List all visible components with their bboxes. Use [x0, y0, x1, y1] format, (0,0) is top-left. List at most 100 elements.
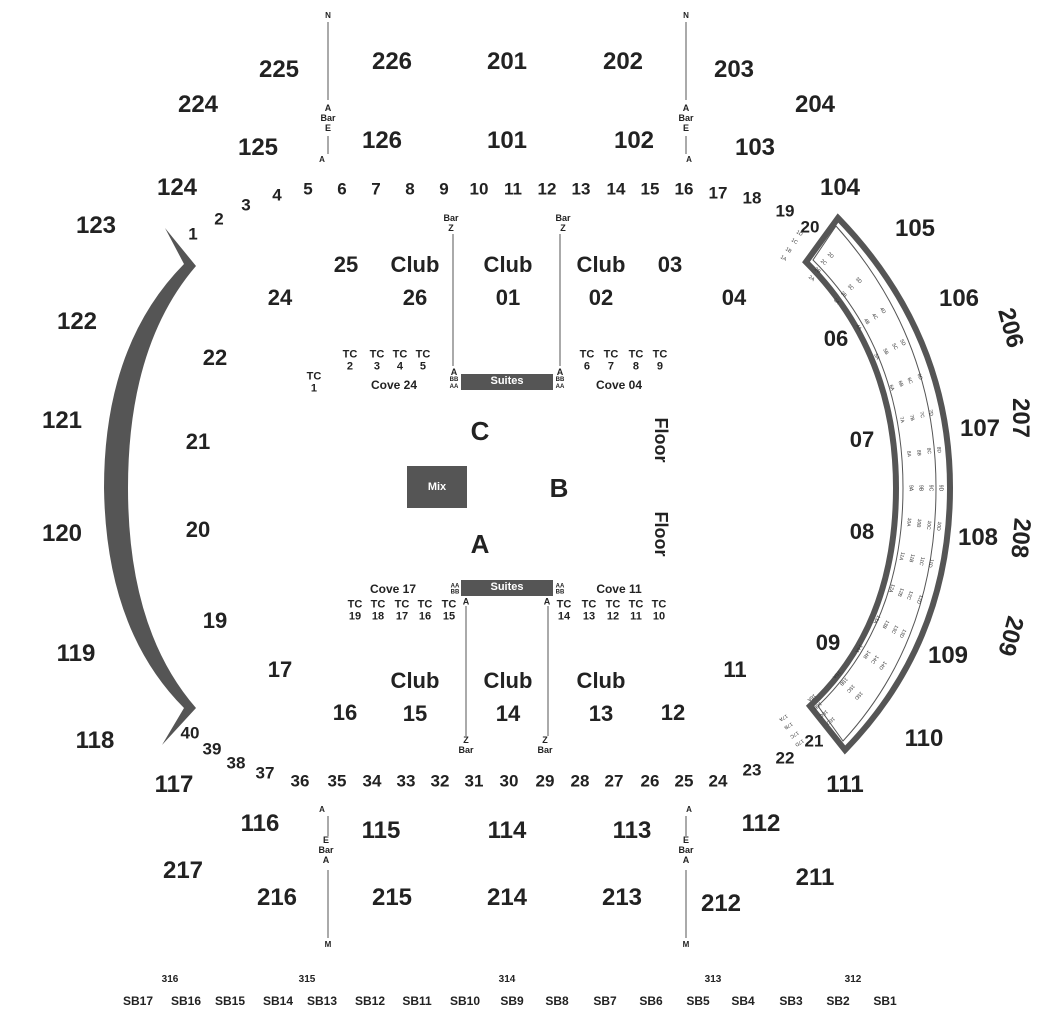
- club-26-label[interactable]: Club: [390, 252, 440, 277]
- section-203[interactable]: 203: [713, 56, 755, 83]
- section-119[interactable]: 119: [56, 640, 96, 667]
- club-01-number[interactable]: 01: [495, 285, 521, 310]
- row-7[interactable]: 7: [371, 179, 381, 199]
- seat-7b[interactable]: 7B: [907, 414, 916, 422]
- section-104[interactable]: 104: [819, 174, 861, 201]
- section-126[interactable]: 126: [361, 127, 403, 154]
- row-14[interactable]: 14: [606, 179, 626, 199]
- seat-6c[interactable]: 6C: [905, 376, 914, 385]
- seat-7d[interactable]: 7D: [927, 408, 935, 417]
- section-124[interactable]: 124: [156, 174, 198, 201]
- section-107[interactable]: 107: [959, 415, 1001, 442]
- section-204[interactable]: 204: [794, 91, 836, 118]
- seat-8c[interactable]: 8C: [924, 447, 932, 455]
- row-16[interactable]: 16: [674, 179, 694, 199]
- club-02-label[interactable]: Club: [576, 252, 626, 277]
- inner-section-08[interactable]: 08: [849, 519, 875, 544]
- row-8[interactable]: 8: [405, 179, 415, 199]
- section-106[interactable]: 106: [938, 285, 980, 312]
- seat-10b[interactable]: 10B: [914, 518, 922, 529]
- club-26-number[interactable]: 26: [402, 285, 428, 310]
- section-115[interactable]: 115: [361, 817, 401, 844]
- seat-11c[interactable]: 11C: [917, 555, 926, 566]
- suites-label-top[interactable]: Suites: [490, 375, 524, 388]
- club-13-number[interactable]: 13: [588, 701, 614, 726]
- seat-11b[interactable]: 11B: [907, 553, 916, 564]
- row-1[interactable]: 1: [188, 224, 198, 244]
- section-102[interactable]: 102: [613, 127, 655, 154]
- inner-section-22[interactable]: 22: [202, 345, 228, 370]
- section-117[interactable]: 117: [154, 771, 194, 798]
- row-4[interactable]: 4: [272, 185, 282, 205]
- skybox-sb8[interactable]: SB8: [545, 994, 569, 1008]
- row-18[interactable]: 18: [742, 188, 762, 208]
- row-11[interactable]: 11: [504, 179, 522, 199]
- row-33[interactable]: 33: [396, 771, 416, 791]
- row-32[interactable]: 32: [430, 771, 450, 791]
- row-40[interactable]: 40: [180, 723, 200, 743]
- section-101[interactable]: 101: [486, 127, 528, 154]
- cove-04[interactable]: Cove 04: [595, 378, 643, 392]
- section-214[interactable]: 214: [486, 884, 528, 911]
- skybox-sb15[interactable]: SB15: [214, 994, 246, 1008]
- section-116[interactable]: 116: [240, 810, 280, 837]
- section-118[interactable]: 118: [75, 727, 115, 754]
- section-225[interactable]: 225: [258, 56, 300, 83]
- skybox-sb3[interactable]: SB3: [779, 994, 803, 1008]
- row-10[interactable]: 10: [469, 179, 489, 199]
- club-14-label[interactable]: Club: [483, 668, 533, 693]
- inner-section-21[interactable]: 21: [185, 429, 211, 454]
- section-315[interactable]: 315: [298, 974, 316, 985]
- row-25[interactable]: 25: [674, 771, 694, 791]
- skybox-sb10[interactable]: SB10: [449, 994, 481, 1008]
- row-12[interactable]: 12: [537, 179, 557, 199]
- suites-label-bottom[interactable]: Suites: [490, 581, 524, 594]
- skybox-sb14[interactable]: SB14: [262, 994, 294, 1008]
- section-313[interactable]: 313: [704, 974, 722, 985]
- section-215[interactable]: 215: [371, 884, 413, 911]
- section-110[interactable]: 110: [904, 725, 944, 752]
- row-27[interactable]: 27: [604, 771, 624, 791]
- section-211[interactable]: 211: [795, 864, 835, 891]
- seat-9a[interactable]: 9A: [907, 484, 914, 492]
- skybox-sb17[interactable]: SB17: [122, 994, 154, 1008]
- section-224[interactable]: 224: [177, 91, 219, 118]
- skybox-sb7[interactable]: SB7: [593, 994, 617, 1008]
- skybox-sb12[interactable]: SB12: [354, 994, 386, 1008]
- skybox-sb1[interactable]: SB1: [873, 994, 897, 1008]
- section-207[interactable]: 207: [1007, 397, 1034, 439]
- seat-10d[interactable]: 10D: [934, 520, 942, 531]
- seat-9b[interactable]: 9B: [917, 484, 924, 492]
- club-15-number[interactable]: 15: [402, 701, 428, 726]
- row-9[interactable]: 9: [439, 179, 449, 199]
- seat-10c[interactable]: 10C: [924, 519, 932, 530]
- skybox-sb13[interactable]: SB13: [306, 994, 338, 1008]
- seat-9c[interactable]: 9C: [927, 484, 934, 492]
- inner-section-24[interactable]: 24: [267, 285, 293, 310]
- club-02-number[interactable]: 02: [588, 285, 614, 310]
- inner-section-25[interactable]: 25: [333, 252, 359, 277]
- inner-section-04[interactable]: 04: [721, 285, 747, 310]
- club-14-number[interactable]: 14: [495, 701, 521, 726]
- skybox-sb6[interactable]: SB6: [639, 994, 663, 1008]
- row-39[interactable]: 39: [202, 739, 222, 759]
- seat-9d[interactable]: 9D: [937, 484, 944, 492]
- row-19[interactable]: 19: [775, 201, 795, 221]
- seat-11a[interactable]: 11A: [897, 550, 906, 561]
- skybox-sb5[interactable]: SB5: [686, 994, 710, 1008]
- section-314[interactable]: 314: [498, 974, 516, 985]
- skybox-sb9[interactable]: SB9: [500, 994, 524, 1008]
- inner-section-16[interactable]: 16: [332, 700, 358, 725]
- skybox-sb16[interactable]: SB16: [170, 994, 202, 1008]
- row-35[interactable]: 35: [327, 771, 347, 791]
- skybox-sb4[interactable]: SB4: [731, 994, 755, 1008]
